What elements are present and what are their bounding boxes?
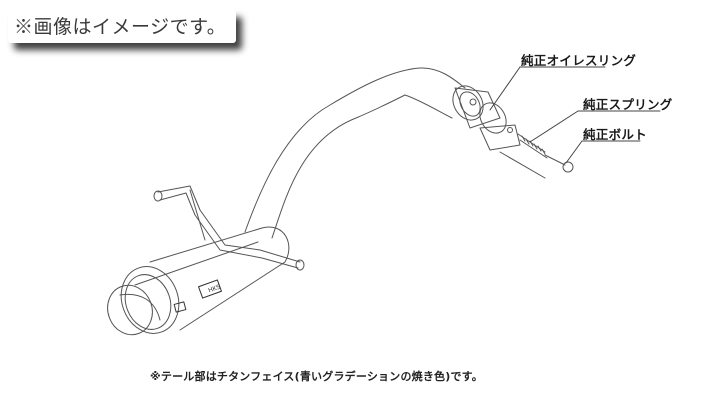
tail-tip [107,284,153,336]
o-ring-leader [489,66,606,111]
bolt-leader [565,140,641,164]
callout-spring: 純正スプリング [583,97,673,112]
muffler-badge-plate [198,279,222,299]
image-disclaimer: ※画像はイメージです。 [8,10,237,43]
badge-text: HKS [207,284,221,295]
callout-o-ring: 純正オイレスリング [521,53,637,68]
muffler-body [149,226,290,331]
hanger-left [157,185,301,263]
pipe-inner-line [271,94,453,239]
tail-footnote: ※テール部はチタンフェイス(青いグラデーションの焼き色)です。 [150,370,483,383]
spring-leader [529,110,661,143]
callout-bolt: 純正ボルト [583,127,648,142]
pipe-outer-line [244,67,466,233]
